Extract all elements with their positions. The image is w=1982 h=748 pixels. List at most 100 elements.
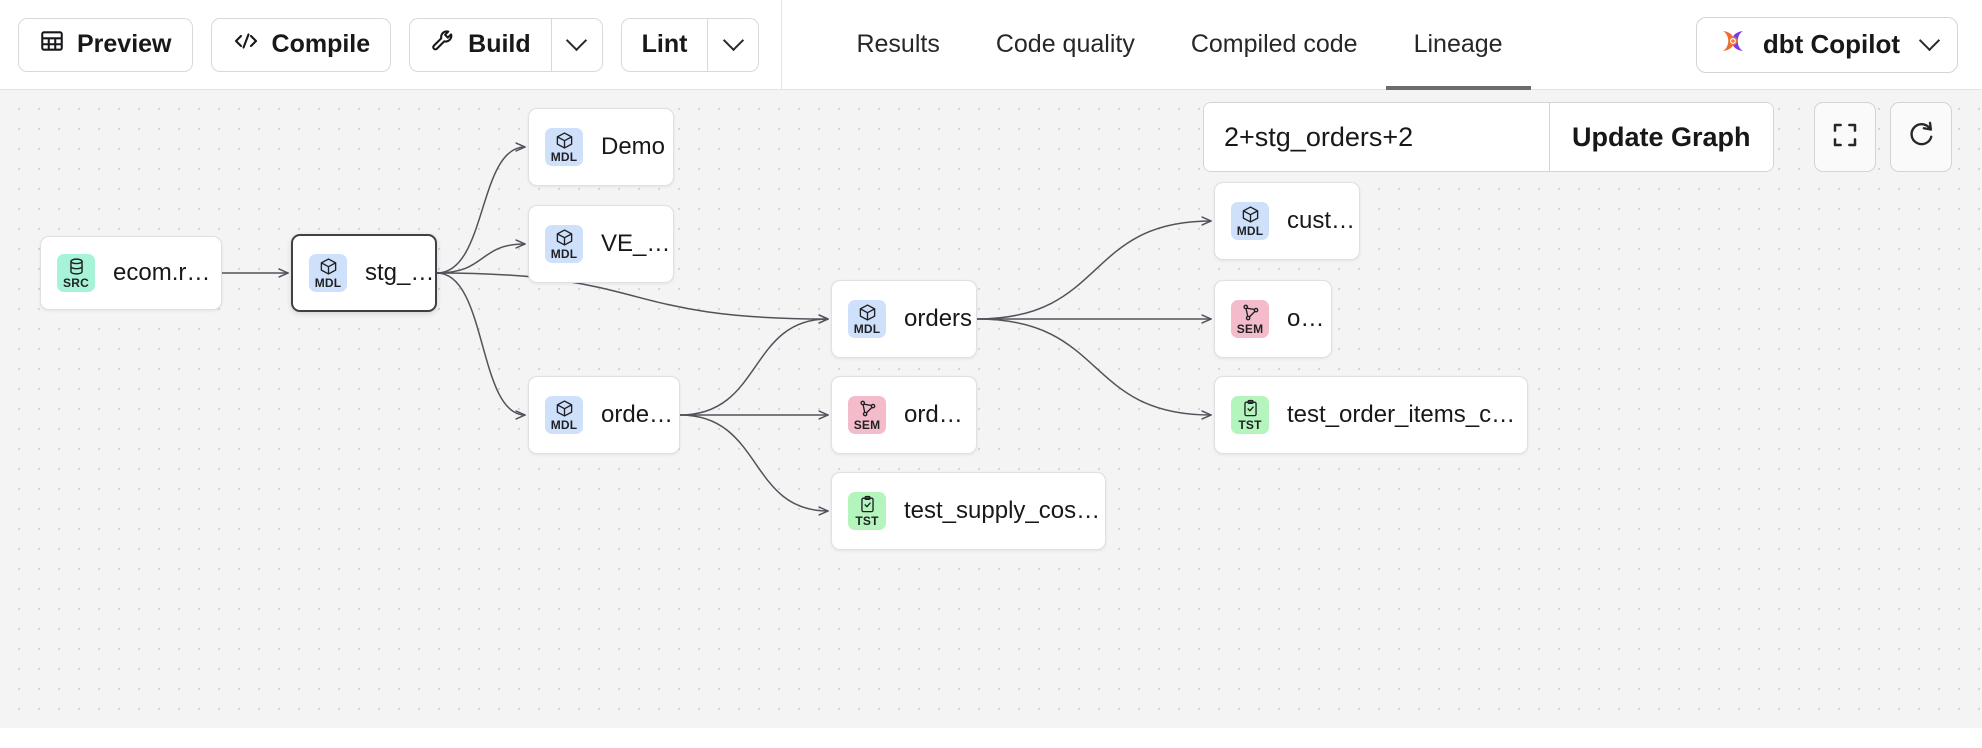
lint-button[interactable]: Lint [620,17,708,72]
cube-icon [858,303,877,322]
lineage-edge [436,272,525,415]
toolbar-divider [781,0,783,90]
lineage-node-customers[interactable]: MDL customers [1214,182,1360,260]
node-type-badge-mdl: MDL [848,300,886,338]
node-label: test_supply_costs_sum_correctly [904,497,1105,524]
node-label: ecom.raw_orders [113,259,221,286]
build-button[interactable]: Build [409,17,551,72]
chevron-down-icon [722,29,745,52]
node-type-label: SEM [1236,322,1264,336]
tab-results[interactable]: Results [828,0,967,90]
node-type-badge-mdl: MDL [1231,202,1269,240]
lint-dropdown-button[interactable] [707,17,760,72]
lineage-node-orders[interactable]: MDL orders [831,280,977,358]
node-type-label: MDL [314,276,342,290]
refresh-icon [1906,120,1936,155]
chevron-down-icon [566,29,588,52]
node-label: Demo [601,133,666,160]
lineage-node-order-items[interactable]: MDL order_items [528,376,680,454]
node-selector-input[interactable] [1204,103,1549,171]
compile-button[interactable]: Compile [210,17,392,72]
graph-view-buttons [1813,102,1952,172]
node-type-badge-mdl: MDL [545,128,583,166]
top-toolbar: Preview Compile Build [0,0,1982,90]
cube-icon [555,399,574,418]
tab-compiled-code[interactable]: Compiled code [1163,0,1386,90]
lineage-edge [976,221,1211,320]
node-type-badge-src: SRC [57,254,95,292]
node-type-badge-tst: TST [1231,396,1269,434]
cube-icon [555,131,574,150]
node-type-label: TST [855,514,879,528]
tab-code-quality[interactable]: Code quality [968,0,1163,90]
dbt-copilot-atom-icon [1717,25,1749,64]
node-type-badge-sem: SEM [848,396,886,434]
chevron-down-icon [1918,29,1941,52]
node-selector-group: Update Graph [1203,102,1774,172]
node-type-label: MDL [550,418,578,432]
tab-compiled-code-label: Compiled code [1190,30,1358,58]
lineage-edge [436,244,525,274]
node-label: order_item [904,401,976,428]
node-type-label: MDL [1236,224,1264,238]
update-graph-button[interactable]: Update Graph [1549,103,1773,171]
semantic-graph-icon [858,399,877,418]
graph-controls: Update Graph [1203,102,1952,172]
dbt-copilot-button[interactable]: dbt Copilot [1695,16,1958,73]
lineage-node-ecom-raw-orders[interactable]: SRC ecom.raw_orders [40,236,222,310]
lineage-canvas[interactable]: SRCecom.raw_ordersMDLstg_ordersMDLDemoMD… [0,90,1982,738]
compile-button-label: Compile [271,30,371,58]
cube-icon [1241,205,1260,224]
semantic-graph-icon [1241,303,1260,322]
node-type-badge-mdl: MDL [545,396,583,434]
lineage-edge [436,147,525,274]
code-brackets-icon [232,29,260,60]
build-dropdown-button[interactable] [550,17,603,72]
lineage-edges [222,90,1982,738]
preview-button-label: Preview [77,30,172,58]
lint-button-label: Lint [641,30,688,58]
lineage-node-test-order-items-compute-to-bools-c[interactable]: TST test_order_items_compute_to_bools_c… [1214,376,1528,454]
lineage-edge [679,414,828,511]
cube-icon [319,257,338,276]
node-label: test_order_items_compute_to_bools_c… [1287,401,1527,428]
result-tabs: Results Code quality Compiled code Linea… [782,0,1531,90]
node-type-label: MDL [853,322,881,336]
node-type-label: MDL [550,150,578,164]
lineage-node-orders[interactable]: SEM orders [1214,280,1332,358]
update-graph-label: Update Graph [1572,121,1751,152]
lineage-node-test-supply-costs-sum-correctly[interactable]: TST test_supply_costs_sum_correctly [831,472,1106,550]
clipboard-check-icon [1241,399,1260,418]
lineage-node-demo[interactable]: MDL Demo [528,108,674,186]
node-type-label: SRC [63,276,89,290]
tab-lineage[interactable]: Lineage [1385,0,1531,90]
lineage-edge [976,318,1211,415]
tab-code-quality-label: Code quality [995,30,1135,58]
tab-lineage-label: Lineage [1413,30,1503,58]
cube-icon [555,228,574,247]
lineage-edge [679,319,828,416]
node-label: order_items [601,401,679,428]
node-label: orders [1287,305,1331,332]
build-split-button: Build [409,17,603,72]
node-type-badge-sem: SEM [1231,300,1269,338]
fullscreen-button[interactable] [1813,102,1876,172]
topbar-right-group: dbt Copilot [1695,16,1982,73]
node-type-badge-tst: TST [848,492,886,530]
lineage-node-order-item[interactable]: SEM order_item [831,376,977,454]
node-type-label: MDL [550,247,578,261]
lineage-node-ve-demo[interactable]: MDL VE_Demo [528,205,674,283]
tab-results-label: Results [856,30,940,58]
node-type-badge-mdl: MDL [309,254,347,292]
refresh-button[interactable] [1889,102,1952,172]
node-label: VE_Demo [601,230,673,257]
fullscreen-icon [1830,120,1860,155]
database-icon [67,257,86,276]
node-label: customers [1287,207,1359,234]
dbt-copilot-label: dbt Copilot [1762,29,1900,59]
node-label: orders [904,305,973,332]
clipboard-check-icon [858,495,877,514]
editor-actions-group: Preview Compile Build [0,0,781,89]
preview-button[interactable]: Preview [18,17,193,72]
